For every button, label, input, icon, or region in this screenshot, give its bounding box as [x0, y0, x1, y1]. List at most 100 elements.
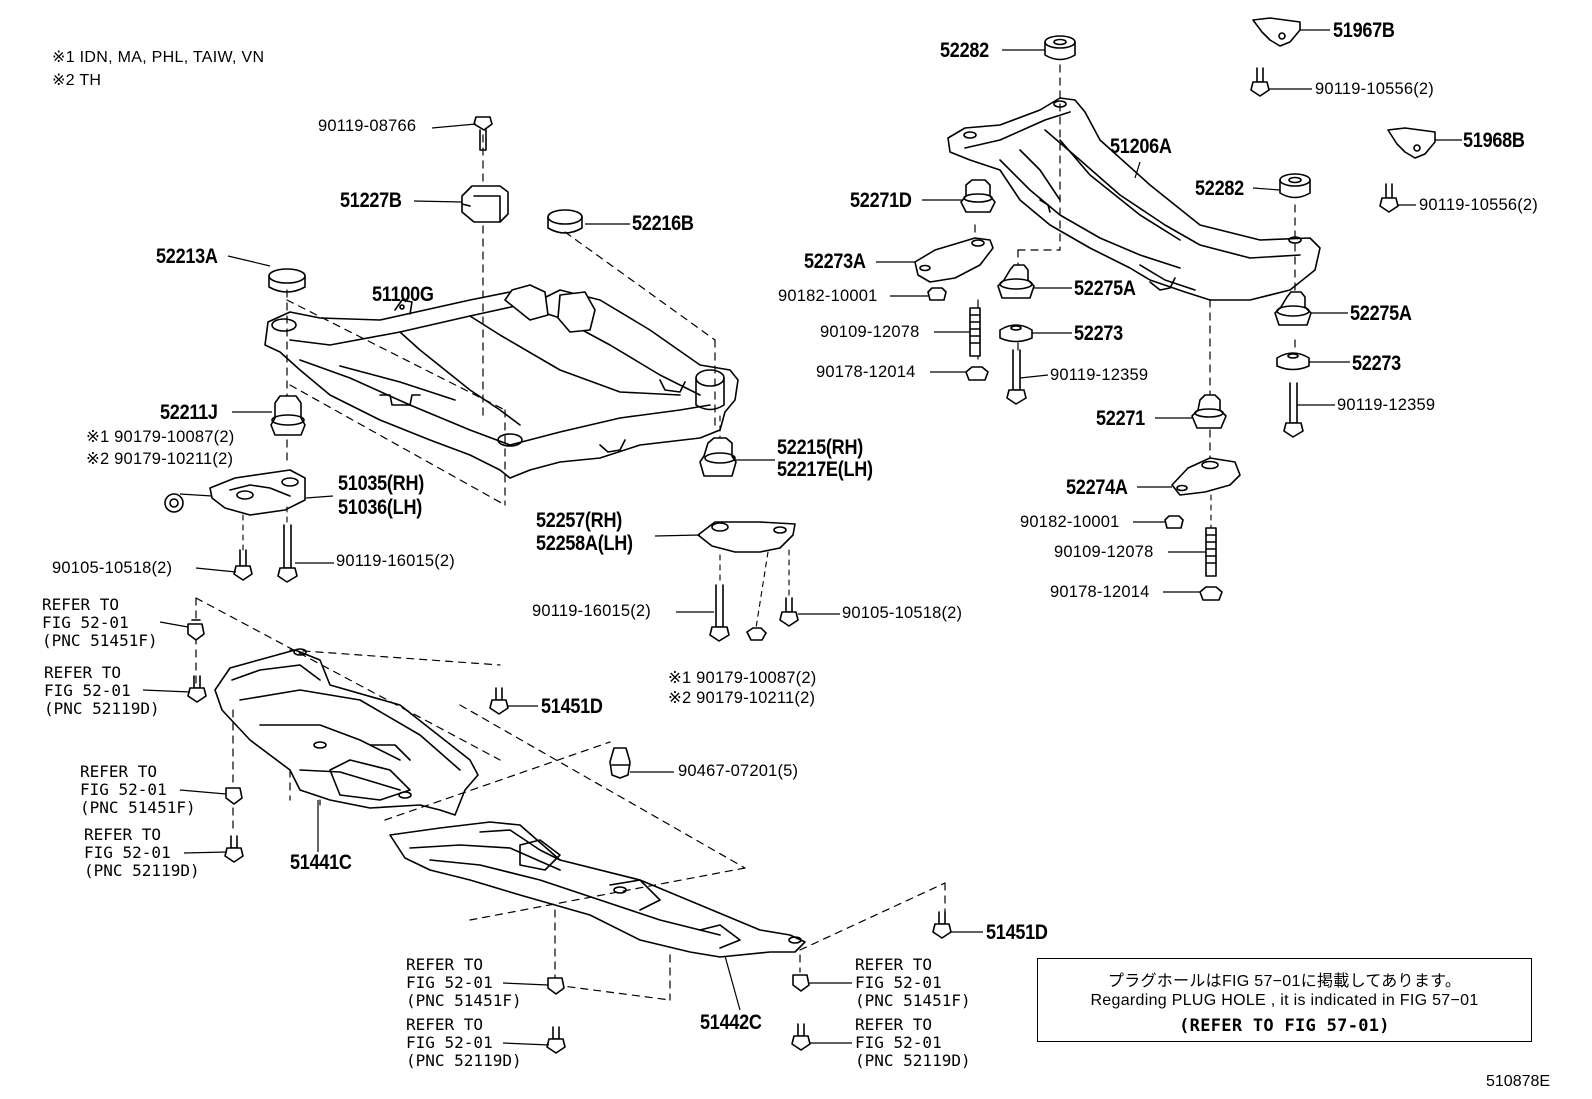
nut-90182-10001-b [1164, 515, 1184, 529]
label-52271: 52271 [1096, 407, 1145, 430]
refer-3-line-1: REFER TO [80, 762, 158, 781]
refer-8-line-2: FIG 52-01 [855, 1033, 942, 1052]
label-51036-lh: 51036(LH) [338, 496, 423, 519]
bracket-52273A [914, 237, 994, 283]
bolt-90119-16015-mid [709, 584, 730, 642]
refer-2-line-1: REFER TO [44, 663, 122, 682]
bolt-90119-16015-left [277, 524, 298, 583]
label-52213A: 52213A [156, 245, 218, 268]
mount-52271D [960, 179, 996, 213]
refer-7-line-2: FIG 52-01 [855, 973, 942, 992]
refer-6-line-2: FIG 52-01 [406, 1033, 493, 1052]
label-52215-rh: 52215(RH) [777, 436, 864, 459]
bracket-52274A [1171, 457, 1241, 496]
screw-52119D-d [791, 1023, 811, 1051]
refer-3-line-3: (PNC 51451F) [80, 798, 196, 817]
label-90182-10001-b: 90182-10001 [1020, 513, 1120, 531]
label-51100G: 51100G [372, 283, 434, 306]
label-52273-b: 52273 [1352, 352, 1401, 375]
label-region1-90179-10087: ※1 90179-10087(2) [86, 428, 235, 446]
plug-hole-note-japanese: プラグホールはFIG 57−01に掲載してあります。 [1107, 973, 1462, 990]
label-51227B: 51227B [340, 189, 402, 212]
nut-90179-left [164, 493, 184, 513]
bushing-52275A-a [997, 264, 1035, 299]
label-51035-rh: 51035(RH) [338, 472, 425, 495]
nut-90179-mid [746, 627, 767, 641]
refer-4-line-2: FIG 52-01 [84, 843, 171, 862]
label-51451D-a: 51451D [541, 695, 603, 718]
refer-2-line-3: (PNC 52119D) [44, 699, 160, 718]
label-51967B: 51967B [1333, 19, 1395, 42]
screw-52119D-b [224, 835, 244, 863]
refer-block-2: REFER TO FIG 52-01 (PNC 52119D) [44, 664, 160, 718]
nut-90178-12014-a [965, 366, 989, 381]
bolt-90119-10556-b [1379, 183, 1399, 213]
mount-52215-52217E [699, 437, 737, 477]
washer-52273-a [999, 324, 1033, 343]
label-52282-b: 52282 [1195, 177, 1244, 200]
nut-90182-10001-a [927, 287, 947, 301]
label-region2-90179-10211-mid: ※2 90179-10211(2) [668, 689, 816, 707]
label-52271D: 52271D [850, 189, 912, 212]
refer-1-line-3: (PNC 51451F) [42, 631, 158, 650]
bracket-51967B [1252, 17, 1301, 47]
under-cover-51442C [389, 821, 806, 958]
refer-block-3: REFER TO FIG 52-01 (PNC 51451F) [80, 763, 196, 817]
refer-block-1: REFER TO FIG 52-01 (PNC 51451F) [42, 596, 158, 650]
label-52282-a: 52282 [940, 39, 989, 62]
bolt-90119-12359-b [1283, 382, 1304, 438]
bushing-52213A [268, 268, 306, 293]
refer-block-4: REFER TO FIG 52-01 (PNC 52119D) [84, 826, 200, 880]
bolt-90119-10556-a [1250, 67, 1270, 97]
note-region-2: ※2 TH [52, 72, 102, 89]
label-52216B: 52216B [632, 212, 694, 235]
label-90119-08766: 90119-08766 [318, 117, 417, 135]
bolt-90105-10518-left [233, 549, 253, 581]
label-52258A-lh: 52258A(LH) [536, 532, 633, 555]
label-52275A-b: 52275A [1350, 302, 1412, 325]
label-52217E-lh: 52217E(LH) [777, 458, 873, 481]
bushing-52282-a [1044, 35, 1076, 61]
label-90178-12014-a: 90178-12014 [816, 363, 916, 381]
bracket-52257-52258A [697, 521, 796, 553]
label-52275A-a: 52275A [1074, 277, 1136, 300]
label-51451D-b: 51451D [986, 921, 1048, 944]
clip-51451F-b [225, 787, 243, 805]
refer-4-line-3: (PNC 52119D) [84, 861, 200, 880]
refer-5-line-1: REFER TO [406, 955, 484, 974]
bushing-52275A-b [1274, 291, 1312, 326]
label-90119-12359-a: 90119-12359 [1050, 366, 1149, 384]
label-52257-rh: 52257(RH) [536, 509, 623, 532]
refer-block-7: REFER TO FIG 52-01 (PNC 51451F) [855, 956, 971, 1010]
refer-6-line-1: REFER TO [406, 1015, 484, 1034]
label-90467-07201: 90467-07201(5) [678, 762, 799, 780]
label-52211J: 52211J [160, 401, 218, 424]
refer-block-6: REFER TO FIG 52-01 (PNC 52119D) [406, 1016, 522, 1070]
refer-7-line-1: REFER TO [855, 955, 933, 974]
bracket-51227B [461, 185, 509, 223]
refer-block-8: REFER TO FIG 52-01 (PNC 52119D) [855, 1016, 971, 1070]
washer-52273-b [1276, 352, 1310, 371]
label-51441C: 51441C [290, 851, 352, 874]
refer-8-line-3: (PNC 52119D) [855, 1051, 971, 1070]
screw-52119D-c [546, 1026, 566, 1054]
refer-6-line-3: (PNC 52119D) [406, 1051, 522, 1070]
screw-51451D-a [489, 687, 509, 715]
front-crossmember [264, 284, 739, 479]
stud-90109-12078-a [969, 307, 981, 357]
plug-hole-refer-link[interactable]: (REFER TO FIG 57-01) [1179, 1016, 1390, 1036]
plug-hole-note-box: プラグホールはFIG 57−01に掲載してあります。 Regarding PLU… [1037, 958, 1532, 1042]
leader-lines [142, 29, 1462, 1046]
clip-51451F-a [187, 619, 205, 641]
label-90119-10556-a: 90119-10556(2) [1315, 80, 1435, 98]
label-52274A: 52274A [1066, 476, 1128, 499]
bushing-52282-b [1279, 173, 1311, 199]
label-51968B: 51968B [1463, 129, 1525, 152]
label-region2-90179-10211: ※2 90179-10211(2) [86, 450, 234, 468]
under-cover-guide-lines [195, 597, 946, 1001]
figure-id: 510878E [1486, 1073, 1551, 1090]
note-region-1: ※1 IDN, MA, PHL, TAIW, VN [52, 49, 265, 66]
label-90109-12078-a: 90109-12078 [820, 323, 920, 341]
